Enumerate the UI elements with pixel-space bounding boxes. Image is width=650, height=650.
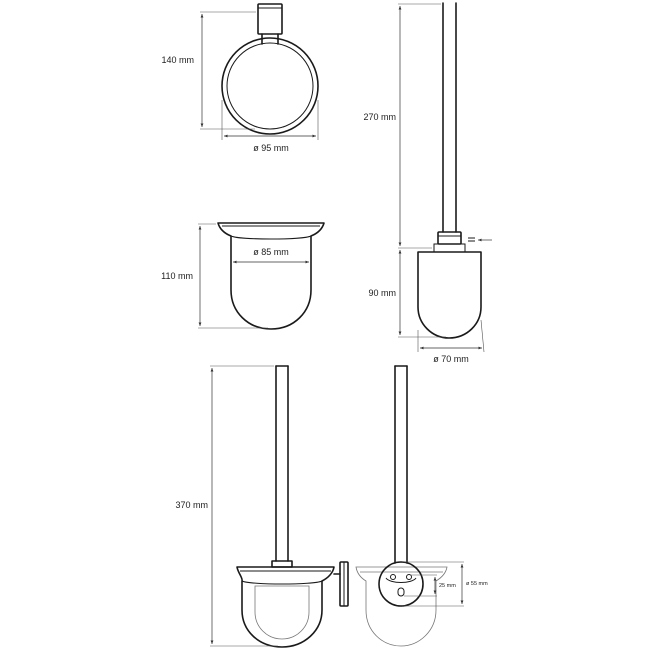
- ring-height-label: 140 mm: [161, 55, 194, 65]
- cup-rim: [217, 222, 325, 330]
- cup-height-label: 110 mm: [161, 271, 193, 281]
- wall-mount: [257, 3, 283, 35]
- brush-view: [398, 2, 492, 353]
- assembly-cup-collar: [241, 580, 323, 585]
- front-holder-arm: [385, 577, 417, 583]
- assembly-handle-collar: [271, 560, 293, 568]
- brush-diameter-ext-right: [480, 319, 485, 353]
- front-screw-left: [390, 574, 396, 580]
- plate-diameter-label: ø 55 mm: [466, 581, 488, 587]
- brush-collar-ring: [433, 243, 466, 253]
- brush-head: [417, 251, 482, 339]
- cup-diameter-label: ø 85 mm: [253, 247, 289, 257]
- ring-outer: [221, 37, 319, 135]
- cup-view: [198, 222, 325, 330]
- plate-offset-label: 25 mm: [439, 583, 456, 589]
- brush-head-label: 90 mm: [368, 288, 396, 298]
- front-screw-right: [406, 574, 412, 580]
- ring-holder-view: [200, 3, 319, 140]
- front-cup-ghost: [355, 566, 448, 647]
- front-slot: [397, 587, 405, 597]
- ring-diameter-label: ø 95 mm: [253, 143, 289, 153]
- brush-diameter-label: ø 70 mm: [433, 354, 469, 364]
- assembly-brush-inside: [254, 585, 310, 640]
- cup-collar: [230, 235, 312, 240]
- front-wall-plate: [378, 561, 424, 607]
- assembly-side-view: [210, 365, 349, 648]
- brush-collar: [437, 231, 462, 245]
- total-height-label: 370 mm: [175, 500, 208, 510]
- ring-inner: [226, 42, 314, 130]
- assembly-cup: [236, 566, 335, 648]
- assembly-front-view: [355, 365, 464, 647]
- brush-handle-label: 270 mm: [363, 112, 396, 122]
